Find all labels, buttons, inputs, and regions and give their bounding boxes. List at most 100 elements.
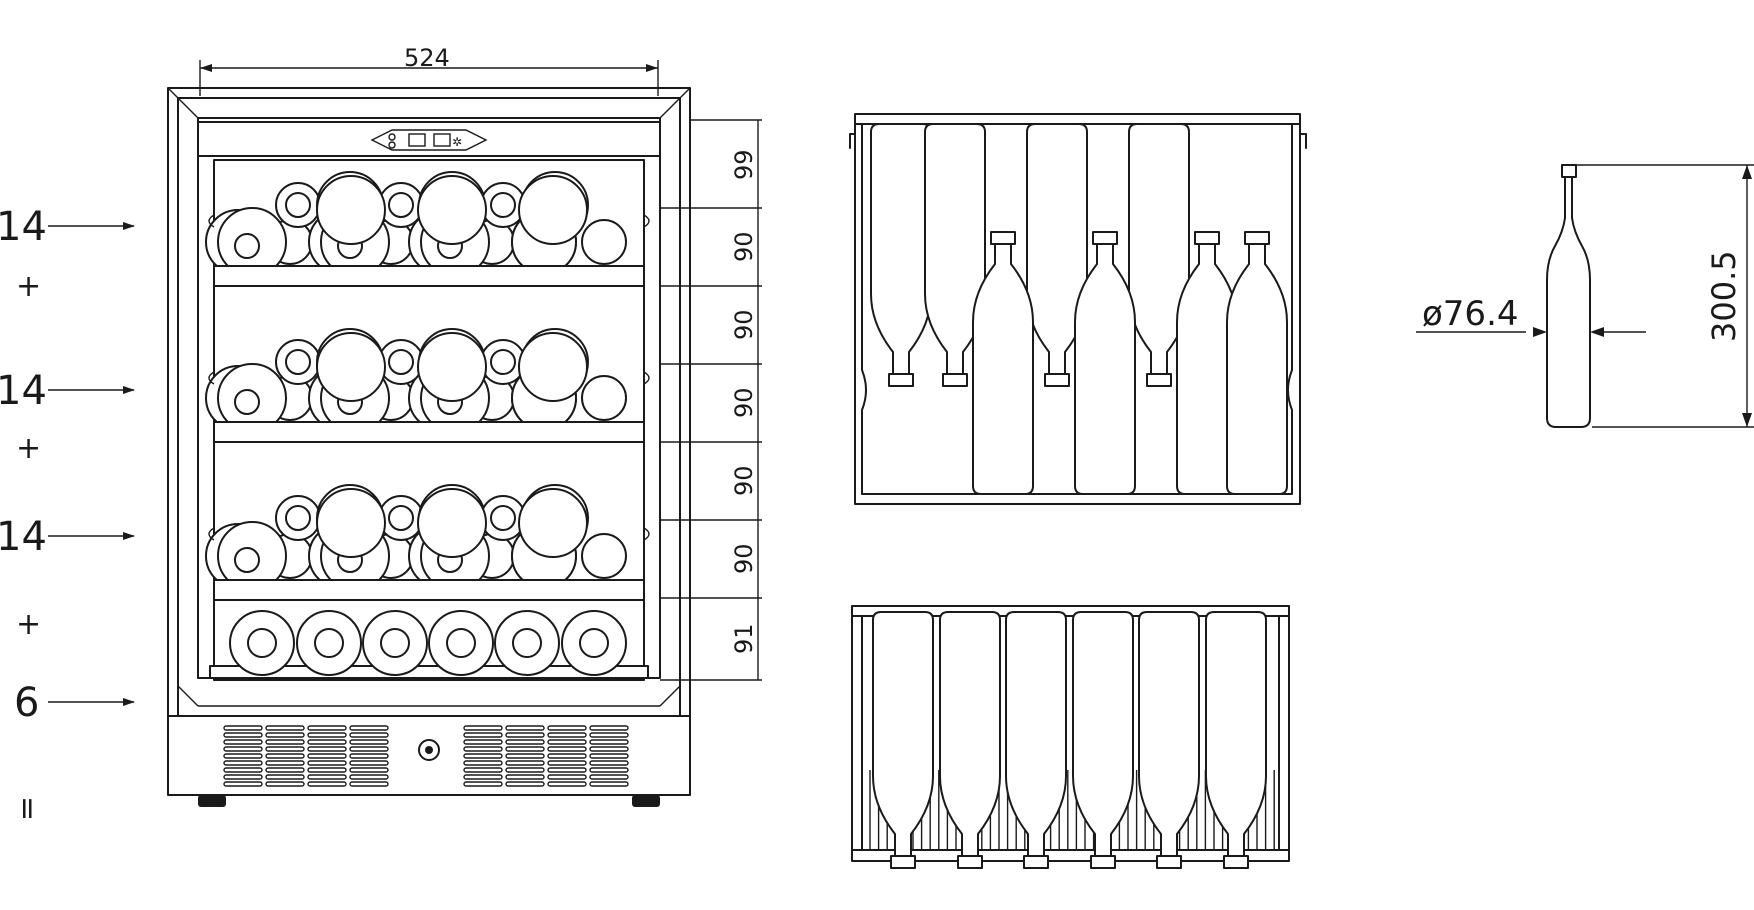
bottle-end xyxy=(296,610,362,676)
shelf-top-view-single-row xyxy=(851,605,1290,869)
bottle-neck xyxy=(388,192,414,218)
dim-label-6: 90 xyxy=(730,543,758,574)
bottle-cap xyxy=(1223,855,1249,869)
shelf-plank xyxy=(213,579,645,601)
vent-slot xyxy=(463,732,503,738)
bottle-cap xyxy=(957,855,983,869)
bottle-cap xyxy=(942,373,968,387)
bottom-shelf xyxy=(209,610,649,679)
bottle-end xyxy=(275,495,321,541)
bottle-neck xyxy=(285,505,311,531)
bottle-neck xyxy=(247,628,277,658)
bottle-end xyxy=(581,533,627,579)
vent-slot xyxy=(223,774,263,780)
vent-slot xyxy=(223,767,263,773)
wine-shelf-2 xyxy=(205,328,650,443)
bottle-spec-drawing: ø76.4 300.5 xyxy=(1416,164,1754,428)
bottle-outline xyxy=(1074,231,1136,495)
vent-slot xyxy=(463,781,503,787)
vent-slot xyxy=(349,739,389,745)
vent-slot xyxy=(505,732,545,738)
bottle-neck xyxy=(314,628,344,658)
shelf-plank xyxy=(213,421,645,443)
vent-slot xyxy=(223,781,263,787)
capacity-column: 14 + 14 + 14 + 6 = xyxy=(0,204,135,821)
bottle-outline xyxy=(1226,231,1288,495)
foot-left xyxy=(198,795,226,807)
vent-slot xyxy=(505,746,545,752)
shelf-height-dimensions: 99 90 90 90 90 90 91 xyxy=(660,119,762,681)
vent-slot xyxy=(547,753,587,759)
vent-slot xyxy=(463,746,503,752)
vent-slot xyxy=(589,746,629,752)
dim-label-1: 99 xyxy=(730,149,758,180)
vent-slot xyxy=(349,725,389,731)
bottle-outline xyxy=(939,611,1001,867)
vent-slot xyxy=(547,760,587,766)
vent-slot xyxy=(589,753,629,759)
bottle-cap xyxy=(1092,231,1118,245)
bottle-end xyxy=(417,488,487,558)
bottle-neck xyxy=(234,233,260,259)
vent-grille-right xyxy=(463,725,629,787)
vent-slot xyxy=(349,760,389,766)
bottle-end xyxy=(417,332,487,402)
top-view-bottles xyxy=(870,123,1288,495)
bottle-outline xyxy=(870,123,932,385)
bottle-end xyxy=(581,219,627,265)
equals-sign: = xyxy=(10,796,45,821)
bottle-neck xyxy=(285,192,311,218)
vent-slot xyxy=(463,760,503,766)
bottle-neck xyxy=(490,505,516,531)
vent-slot xyxy=(265,725,305,731)
bottle-end xyxy=(581,375,627,421)
vent-slot xyxy=(505,774,545,780)
bottle-end xyxy=(316,175,386,245)
vent-slot xyxy=(589,781,629,787)
vent-slot xyxy=(307,732,347,738)
vent-slot xyxy=(547,732,587,738)
shelf-top-view-staggered xyxy=(849,113,1307,505)
vent-slot xyxy=(547,774,587,780)
vent-slot xyxy=(307,781,347,787)
bottle-outline xyxy=(1005,611,1067,867)
bottom-shelf-bottles xyxy=(229,610,627,676)
vent-slot xyxy=(307,774,347,780)
dim-label-2: 90 xyxy=(730,231,758,262)
bottle-neck xyxy=(490,192,516,218)
vent-slot xyxy=(265,746,305,752)
bottle-end xyxy=(417,175,487,245)
vent-slot xyxy=(505,760,545,766)
bottle-cap xyxy=(888,373,914,387)
vent-slot xyxy=(505,753,545,759)
lock-icon xyxy=(418,739,440,761)
bottle-cap xyxy=(1244,231,1270,245)
vent-slot xyxy=(589,760,629,766)
dim-label-3: 90 xyxy=(730,309,758,340)
svg-text:✲: ✲ xyxy=(452,135,462,149)
wine-shelf-1 xyxy=(205,171,650,287)
vent-slot xyxy=(505,739,545,745)
bottle-end xyxy=(428,610,494,676)
vent-slot xyxy=(463,753,503,759)
wine-shelf-3 xyxy=(205,484,650,601)
vent-slot xyxy=(223,760,263,766)
vent-slot xyxy=(463,774,503,780)
bottle-end xyxy=(494,610,560,676)
bottle-cap xyxy=(1023,855,1049,869)
bottle-end xyxy=(561,610,627,676)
vent-slot xyxy=(349,767,389,773)
bottle-outline xyxy=(972,231,1034,495)
bottle-neck xyxy=(234,389,260,415)
fridge-front-view: 524 ✲ xyxy=(167,44,762,807)
vent-slot xyxy=(307,725,347,731)
foot-right xyxy=(632,795,660,807)
plus-sign-2: + xyxy=(16,431,41,466)
vent-slot xyxy=(265,760,305,766)
plus-sign-3: + xyxy=(16,607,41,642)
width-label: 524 xyxy=(404,44,450,72)
vent-slot xyxy=(589,725,629,731)
vent-slot xyxy=(349,746,389,752)
bottle-end xyxy=(275,339,321,385)
vent-slot xyxy=(349,781,389,787)
